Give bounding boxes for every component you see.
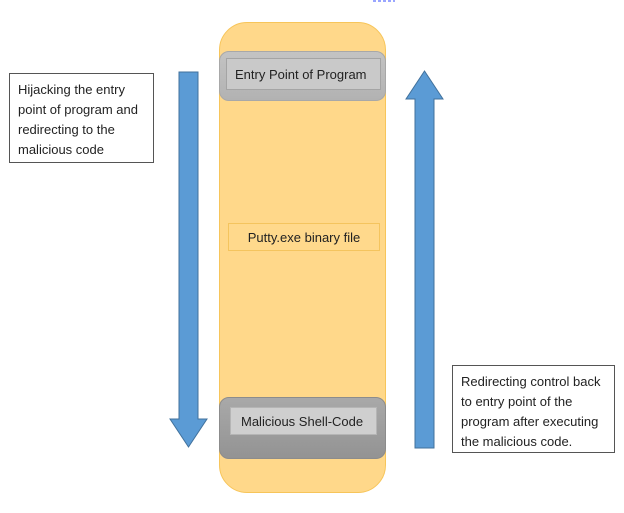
down-arrow-shape bbox=[169, 71, 208, 448]
down-arrow-icon bbox=[169, 71, 208, 448]
shellcode-label: Malicious Shell-Code bbox=[230, 407, 377, 435]
binary-file-label: Putty.exe binary file bbox=[228, 223, 380, 251]
hijack-note: Hijacking the entry point of program and… bbox=[9, 73, 154, 163]
entry-point-label: Entry Point of Program bbox=[226, 58, 381, 90]
return-note: Redirecting control back to entry point … bbox=[452, 365, 615, 453]
up-arrow-icon bbox=[405, 70, 444, 449]
faint-top-mark bbox=[373, 0, 395, 2]
up-arrow-shape bbox=[405, 70, 444, 449]
